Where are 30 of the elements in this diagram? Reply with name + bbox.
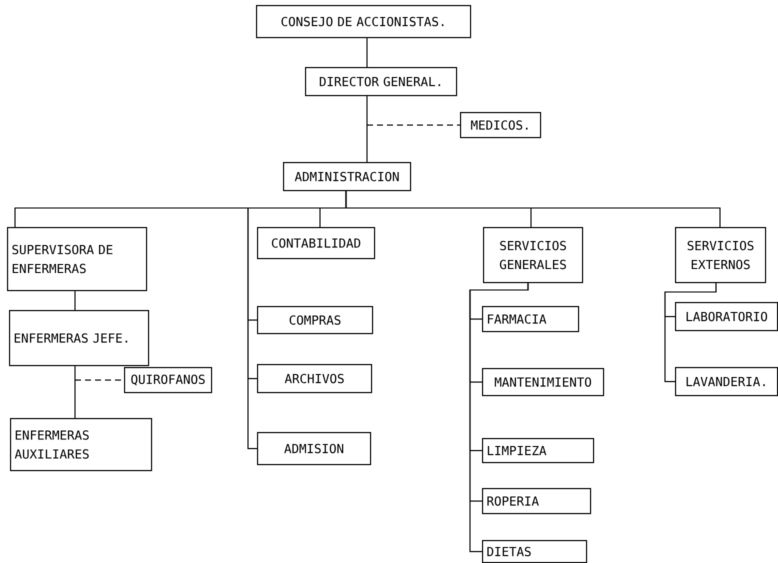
org-box: MANTENIMIENTO — [482, 368, 604, 396]
org-box: DIRECTOR GENERAL. — [305, 67, 458, 96]
org-box: DIETAS — [482, 540, 588, 563]
org-box: COMPRAS — [257, 306, 374, 334]
org-box: MEDICOS. — [460, 112, 542, 138]
org-box: ENFERMERAS JEFE. — [9, 310, 150, 366]
connector-line — [366, 96, 368, 162]
org-box: SERVICIOS GENERALES — [483, 227, 584, 284]
org-box: FARMACIA — [482, 306, 580, 332]
connector-line — [664, 283, 717, 382]
connector-line — [74, 366, 76, 418]
org-box: ADMISION — [257, 432, 372, 466]
org-box: ENFERMERAS AUXILIARES — [10, 418, 152, 472]
org-box: SUPERVISORA DE ENFERMERAS — [7, 227, 148, 292]
connector-line — [247, 191, 347, 450]
connector-line — [74, 291, 76, 310]
connector-line — [366, 38, 368, 67]
org-box: ADMINISTRACION — [283, 162, 412, 192]
org-box: LABORATORIO — [675, 302, 778, 332]
org-box: LAVANDERIA. — [675, 367, 778, 396]
org-box: SERVICIOS EXTERNOS — [675, 227, 766, 284]
org-box: ARCHIVOS — [257, 364, 372, 394]
connector-line — [469, 283, 529, 552]
org-box: LIMPIEZA — [482, 438, 594, 464]
org-box: ROPERIA — [482, 488, 592, 514]
org-box: QUIROFANOS — [124, 367, 212, 394]
dashed-connector — [367, 124, 460, 126]
org-box: CONTABILIDAD — [257, 227, 376, 260]
org-box: CONSEJO DE ACCIONISTAS. — [256, 5, 472, 38]
dashed-connector — [75, 380, 124, 381]
